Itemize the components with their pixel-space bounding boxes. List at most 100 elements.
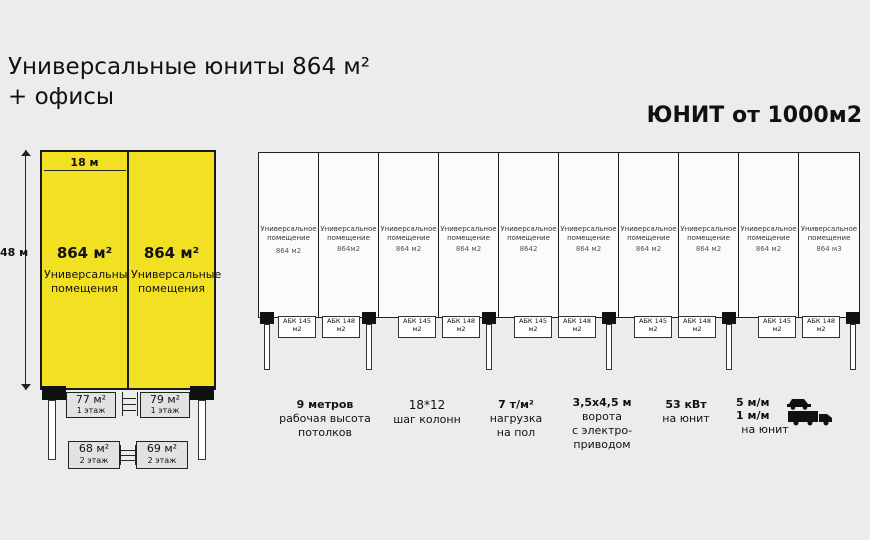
truck-icon: [788, 411, 832, 426]
abk-office: АБК 145 м2: [398, 316, 436, 338]
unit-label: Универсальное помещение: [260, 225, 317, 242]
column-block: [190, 386, 214, 400]
unit-label: Универсальное помещение: [680, 225, 737, 242]
office-floor1-left: 77 м² 1 этаж: [66, 392, 116, 418]
spec-value: 18*12: [408, 398, 446, 412]
office-floor: 2 этаж: [79, 456, 109, 465]
office-floor2-left: 68 м² 2 этаж: [68, 441, 120, 469]
spec-label: нагрузка: [489, 412, 543, 425]
car-icon: [787, 399, 811, 410]
unit-label: Универсальное помещение: [320, 225, 377, 242]
unit-area: 864 м2: [755, 245, 782, 253]
spec-floor-load: 7 т/м² нагрузка на пол: [476, 398, 556, 440]
office-area: 69 м²: [146, 442, 178, 455]
width-dimension: [44, 170, 126, 171]
abk-row: АБК 145 м2 АБК 148 м2 АБК 145 м2 АБК 148…: [258, 312, 862, 372]
staircase-icon: [120, 445, 136, 465]
gate-post: [48, 400, 56, 460]
office-floor: 1 этаж: [76, 406, 106, 415]
width-label: 18 м: [70, 156, 99, 169]
unit-label: Универсальное помещение: [800, 225, 858, 242]
unit-area: 864 м2: [635, 245, 662, 253]
spec-label: на юнит: [741, 423, 789, 436]
gate-post: [850, 324, 856, 370]
unit-label: Универсальное помещение: [500, 225, 557, 242]
unit-label: Универсальное помещение: [440, 225, 497, 242]
unit-label: Универсальное помещение: [620, 225, 677, 242]
gate-post: [198, 400, 206, 460]
unit-area: 864м2: [336, 245, 361, 253]
column-block: [846, 312, 860, 324]
bay-label: Универсальные помещения: [44, 268, 135, 295]
spec-columns: 18*12 шаг колонн: [382, 398, 472, 427]
unit-7: Универсальное помещение 864 м2: [618, 152, 679, 318]
unit-8: Универсальное помещение 864 м2: [678, 152, 739, 318]
unit-area: 8642: [519, 245, 538, 253]
spec-label: потолков: [298, 426, 352, 439]
spec-height: 9 метров рабочая высота потолков: [270, 398, 380, 440]
unit-area: 864 м2: [575, 245, 602, 253]
spec-value: 7 т/м²: [498, 398, 534, 411]
unit-3: Универсальное помещение 864 м2: [378, 152, 439, 318]
title-line-1: Универсальные юниты 864 м²: [8, 54, 370, 80]
abk-office: АБК 148 м2: [678, 316, 716, 338]
unit-1: Универсальное помещение 864 м2: [258, 152, 319, 318]
office-floor1-right: 79 м² 1 этаж: [140, 392, 190, 418]
spec-value: 1 м/м: [736, 409, 770, 422]
spec-power: 53 кВт на юнит: [648, 398, 724, 426]
bay-area: 864 м²: [56, 244, 113, 262]
spec-label: на пол: [496, 426, 536, 439]
gate-post: [366, 324, 372, 370]
unit-10: Универсальное помещение 864 м3: [798, 152, 860, 318]
gate-post: [264, 324, 270, 370]
height-dimension: [21, 150, 31, 390]
abk-office: АБК 148 м2: [558, 316, 596, 338]
unit-2: Универсальное помещение 864м2: [318, 152, 379, 318]
unit-area: 864 м3: [816, 245, 842, 253]
gate-post: [486, 324, 492, 370]
spec-value: 53 кВт: [665, 398, 707, 411]
abk-office: АБК 145 м2: [278, 316, 316, 338]
spec-value: 3,5х4,5 м: [572, 396, 632, 409]
spec-label: приводом: [573, 438, 631, 451]
office-area: 77 м²: [75, 393, 107, 406]
unit-9: Универсальное помещение 864 м2: [738, 152, 799, 318]
unit-label: Универсальное помещение: [740, 225, 797, 242]
unit-6: Универсальное помещение 864 м2: [558, 152, 619, 318]
gate-post: [726, 324, 732, 370]
column-block: [362, 312, 376, 324]
office-area: 79 м²: [149, 393, 181, 406]
gate-post: [606, 324, 612, 370]
column-block: [722, 312, 736, 324]
abk-office: АБК 145 м2: [758, 316, 796, 338]
bay-2: 864 м² Универсальные помещения: [127, 150, 221, 390]
spec-gates: 3,5х4,5 м ворота с электро- приводом: [560, 396, 644, 452]
office-area: 68 м²: [78, 442, 110, 455]
unit-4: Универсальное помещение 864 м2: [438, 152, 499, 318]
office-floor: 2 этаж: [147, 456, 177, 465]
column-block: [260, 312, 274, 324]
abk-office: АБК 145 м2: [514, 316, 552, 338]
office-floor: 1 этаж: [150, 406, 180, 415]
abk-office: АБК 148 м2: [442, 316, 480, 338]
unit-area: 864 м2: [695, 245, 722, 253]
unit-area: 864 м2: [395, 245, 422, 253]
staircase-icon: [118, 392, 140, 416]
unit-label: Универсальное помещение: [380, 225, 437, 242]
spec-parking: 5 м/м 1 м/м на юнит: [730, 396, 854, 438]
spec-value: 9 метров: [296, 398, 354, 411]
column-block: [42, 386, 66, 400]
spec-label: на юнит: [662, 412, 710, 425]
title-line-2: + офисы: [8, 84, 115, 110]
column-block: [482, 312, 496, 324]
height-label: 48 м: [0, 246, 29, 259]
spec-label: с электро-: [571, 424, 633, 437]
spec-label: ворота: [581, 410, 623, 423]
column-block: [602, 312, 616, 324]
bay-area: 864 м²: [143, 244, 200, 262]
spec-label: рабочая высота: [279, 412, 371, 425]
headline: ЮНИТ от 1000м2: [646, 103, 862, 128]
office-floor2-right: 69 м² 2 этаж: [136, 441, 188, 469]
bay-1: 18 м 864 м² Универсальные помещения: [40, 150, 135, 390]
abk-office: АБК 148 м2: [802, 316, 840, 338]
